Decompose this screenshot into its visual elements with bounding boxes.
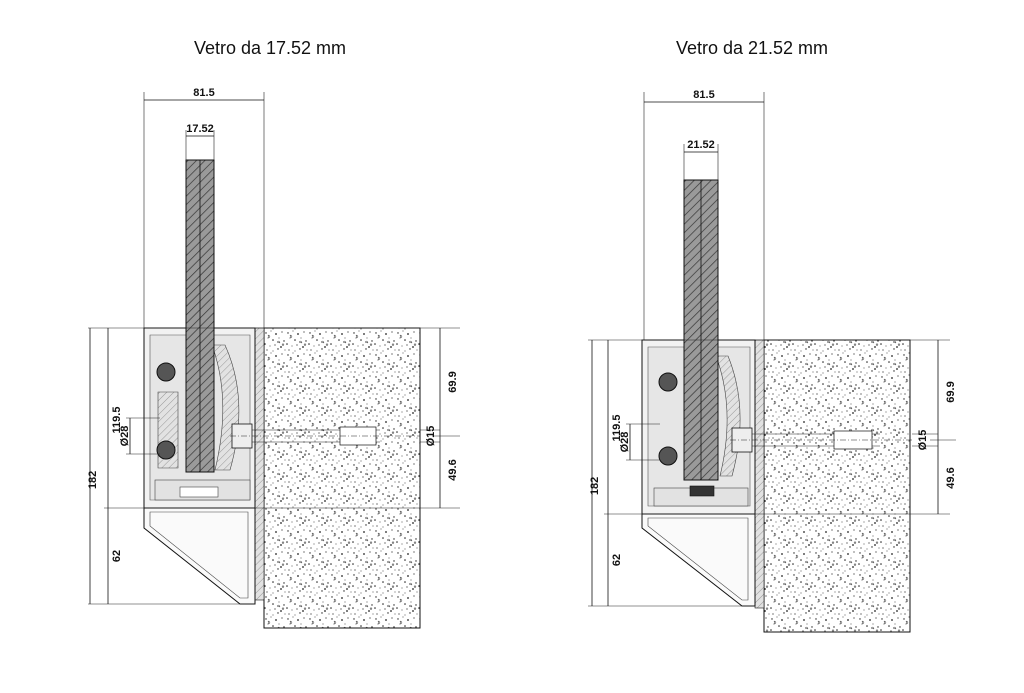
- dim-width: 81.5: [693, 89, 714, 101]
- dim-anchor: Ø15: [425, 426, 437, 447]
- panel-title: Vetro da 17.52 mm: [194, 38, 346, 58]
- dim-bolt-head: Ø28: [619, 432, 631, 453]
- dim-profile-height: 119.5: [111, 407, 123, 434]
- seal-bottom: [156, 440, 176, 460]
- dim-bolt-head: Ø28: [119, 426, 131, 447]
- dim-lower-right: 49.6: [945, 467, 957, 488]
- dim-upper-right: 69.9: [945, 381, 957, 402]
- dim-glass: 17.52: [186, 123, 214, 135]
- dim-anchor: Ø15: [917, 430, 929, 451]
- dim-upper-right: 69.9: [447, 371, 459, 392]
- concrete-slab: [263, 327, 421, 629]
- panel-left: Vetro da 17.52 mm 81.5: [87, 38, 460, 629]
- dim-total-height: 182: [87, 471, 99, 489]
- setting-block: [689, 485, 715, 497]
- seal-bottom: [658, 446, 678, 466]
- lower-cover: [143, 507, 256, 605]
- seal-top: [658, 372, 678, 392]
- dim-lower: 62: [611, 554, 623, 566]
- dim-width: 81.5: [193, 87, 214, 99]
- panel-title: Vetro da 21.52 mm: [676, 38, 828, 58]
- panel-right: Vetro da 21.52 mm 81.5 21.52 182: [588, 38, 957, 633]
- dim-profile-height: 119.5: [611, 415, 623, 442]
- dim-lower: 62: [111, 550, 123, 562]
- wall-cladding: [254, 327, 265, 601]
- lower-cover: [641, 513, 756, 607]
- seal-top: [156, 362, 176, 382]
- dim-glass: 21.52: [687, 139, 715, 151]
- wall-cladding: [754, 339, 765, 609]
- dim-total-height: 182: [589, 477, 601, 495]
- dim-lower-right: 49.6: [447, 459, 459, 480]
- concrete-slab: [763, 339, 911, 633]
